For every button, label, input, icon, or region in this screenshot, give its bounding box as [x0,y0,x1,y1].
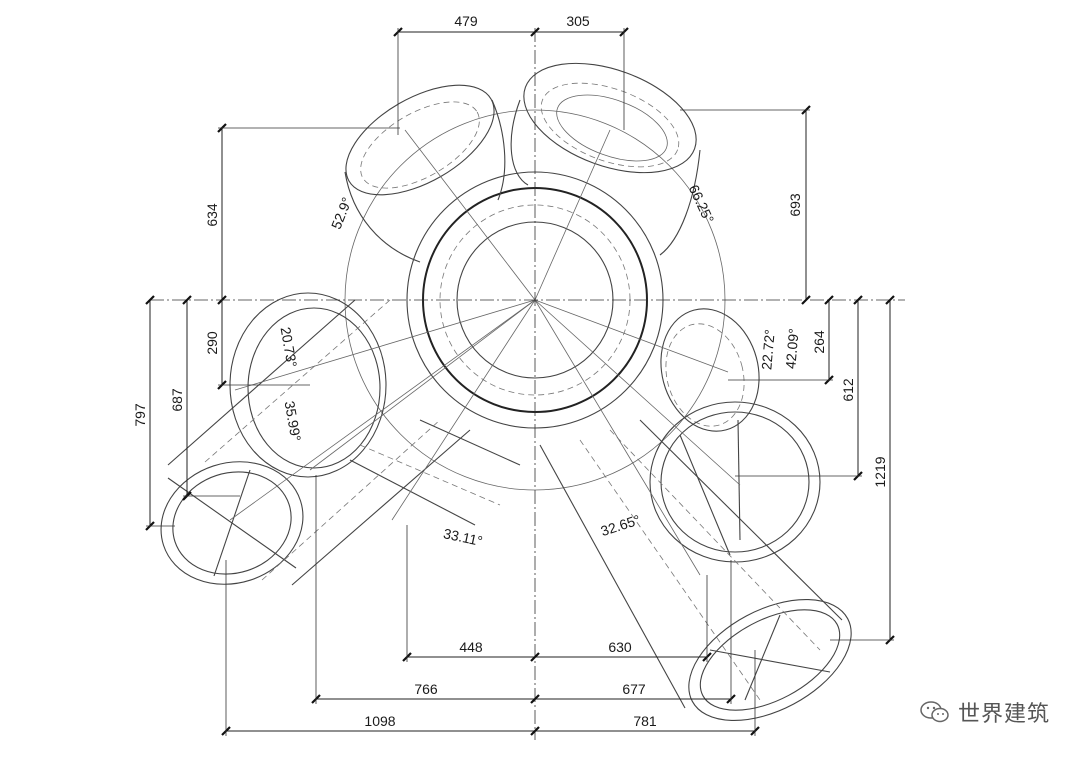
angle-22-72: 22.72° [758,329,777,371]
dim-left-290: 290 [204,331,220,355]
dimensions: 479 305 448 630 766 677 1098 781 6 [132,13,895,736]
node-geometry [150,28,905,740]
dim-bottom-1-left: 448 [459,639,483,655]
dim-right-1219: 1219 [872,456,888,487]
dim-bottom-1-right: 630 [608,639,632,655]
angle-33-11: 33.11° [442,525,484,549]
dim-bottom-3-right: 781 [633,713,657,729]
tube-right-ring [649,401,821,563]
angle-35-99: 35.99° [282,400,305,443]
dim-right-693: 693 [787,193,803,217]
angle-52-9: 52.9° [328,195,355,231]
tube-lower-right [539,419,852,722]
radial-lines [229,129,741,576]
watermark: 世界建筑 [920,696,1050,728]
dim-right-264: 264 [811,330,827,354]
tube-upper-right [510,62,701,256]
angle-20-73: 20.73° [278,326,301,369]
tube-right [649,308,821,563]
wechat-icon [920,701,949,723]
angle-32-65: 32.65° [599,511,643,539]
dim-left-687: 687 [169,388,185,412]
dim-right-612: 612 [840,378,856,402]
watermark-text: 世界建筑 [957,702,1050,727]
tube-left [160,292,471,586]
dim-bottom-2-right: 677 [622,681,646,697]
dim-top-left: 479 [454,13,478,29]
tube-lower [349,419,521,526]
dim-bottom-3-left: 1098 [364,713,395,729]
dim-left-634: 634 [204,203,220,227]
dim-left-797: 797 [132,403,148,427]
angle-42-09: 42.09° [782,328,801,370]
dim-top-right: 305 [566,13,590,29]
tube-upper-left [344,84,506,263]
angle-labels: 52.9° 66.25° 20.73° 35.99° 22.72° 42.09°… [278,182,802,549]
dim-bottom-2-left: 766 [414,681,438,697]
angle-66-25: 66.25° [686,182,718,226]
